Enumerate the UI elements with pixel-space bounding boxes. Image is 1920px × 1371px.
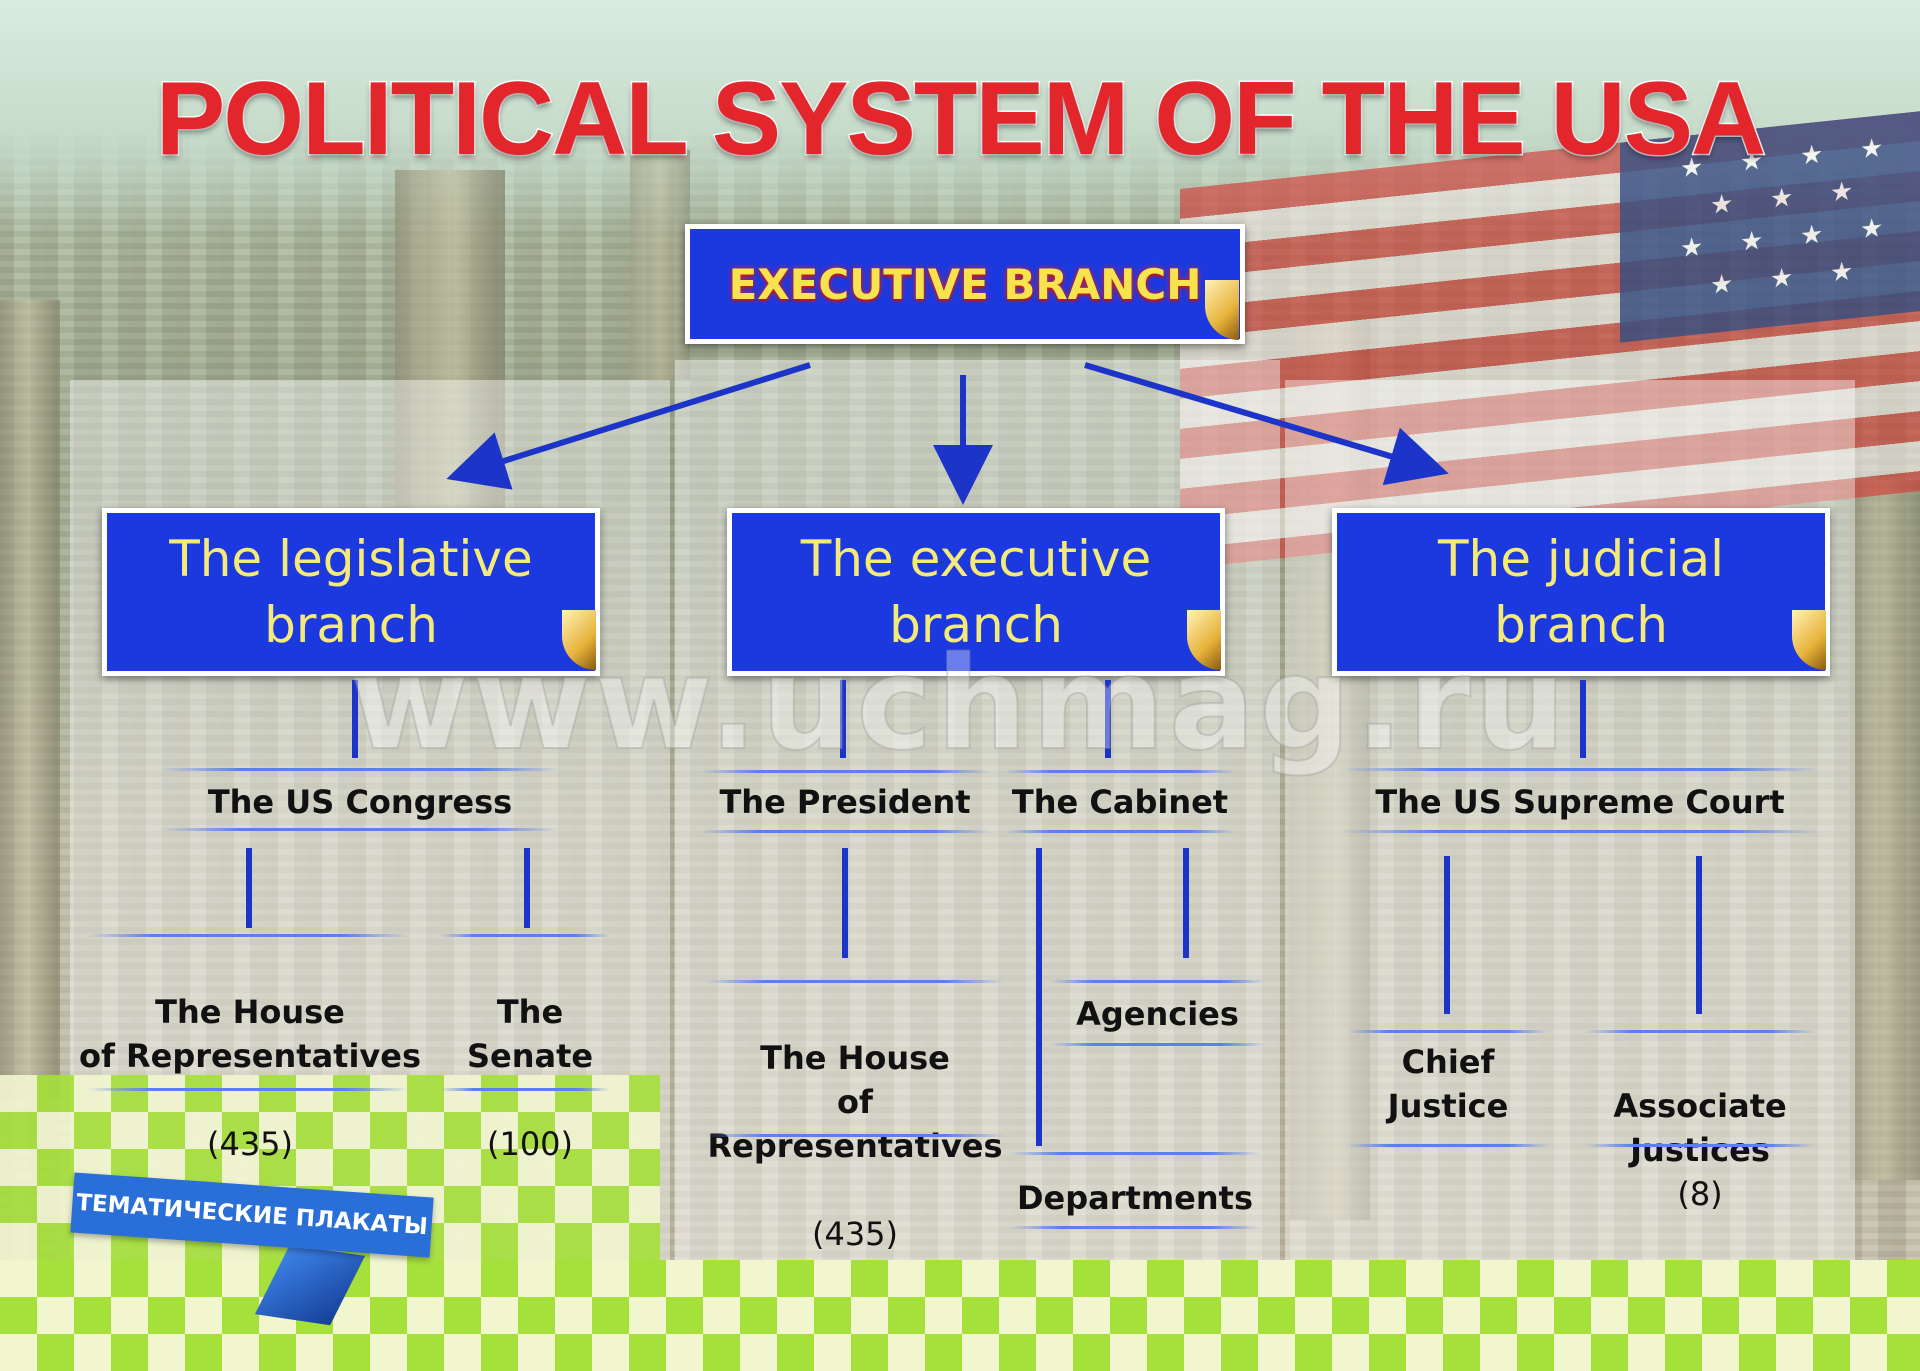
separator-line	[1348, 1144, 1548, 1147]
separator-line	[700, 770, 990, 773]
separator-line	[88, 934, 408, 937]
associate-count: (8)	[1677, 1175, 1723, 1213]
connector-line	[524, 848, 530, 928]
separator-line	[160, 828, 560, 831]
arrow-icon	[1084, 362, 1449, 486]
separator-line	[440, 1088, 610, 1091]
house-name: The House of Representatives	[78, 993, 422, 1075]
separator-line	[705, 980, 1005, 983]
node-house-of-representatives: The House of Representatives (435)	[70, 946, 430, 1210]
judicial-branch-title: The judicial branch	[1437, 530, 1724, 654]
separator-line	[1340, 830, 1820, 833]
separator-line	[1050, 1043, 1265, 1046]
executive-branch-title: The executive branch	[800, 530, 1152, 654]
connector-line	[1036, 848, 1042, 1146]
node-house-of-representatives-executive: The House of Representatives (435)	[690, 992, 1020, 1300]
separator-line	[1585, 1030, 1815, 1033]
node-supreme-court: The US Supreme Court	[1375, 783, 1785, 821]
connector-line	[840, 680, 846, 758]
series-label: ТЕМАТИЧЕСКИЕ ПЛАКАТЫ	[75, 1189, 429, 1241]
executive-branch-heading: EXECUTIVE BRANCH	[685, 224, 1245, 344]
judicial-branch-box: The judicial branch	[1332, 508, 1830, 676]
node-agencies: Agencies	[1076, 995, 1239, 1033]
associate-name: Associate Justices	[1613, 1087, 1787, 1169]
house-count: (435)	[206, 1125, 294, 1163]
watermark: www.uchmag.ru	[349, 629, 1570, 780]
separator-line	[1005, 770, 1235, 773]
legislative-branch-box: The legislative branch	[102, 508, 600, 676]
node-president: The President	[719, 783, 971, 821]
node-chief-justice: Chief Justice	[1387, 1043, 1509, 1125]
arrow-icon	[446, 362, 811, 490]
senate-count: (100)	[486, 1125, 574, 1163]
node-senate: The Senate (100)	[440, 946, 620, 1210]
node-associate-justices: Associate Justices (8)	[1575, 1040, 1825, 1216]
separator-line	[1348, 1030, 1548, 1033]
skyscraper	[1850, 480, 1920, 1180]
node-departments: Departments	[1016, 1179, 1253, 1217]
separator-line	[1050, 980, 1265, 983]
legislative-branch-title: The legislative branch	[169, 530, 533, 654]
connector-line	[246, 848, 252, 928]
separator-line	[1010, 1152, 1260, 1155]
separator-line	[1010, 1226, 1260, 1229]
executive-branch-heading-text: EXECUTIVE BRANCH	[728, 259, 1202, 309]
separator-line	[1585, 1144, 1815, 1147]
connector-line	[842, 848, 848, 958]
skyscraper	[0, 300, 60, 1100]
separator-line	[88, 1088, 408, 1091]
connector-line	[1444, 856, 1450, 1014]
connector-line	[1183, 848, 1189, 958]
executive-branch-box: The executive branch	[727, 508, 1225, 676]
connector-line	[1696, 856, 1702, 1014]
separator-line	[705, 1134, 1005, 1137]
separator-line	[160, 768, 560, 771]
connector-line	[1580, 680, 1586, 758]
senate-name: The Senate	[466, 993, 594, 1075]
connector-line	[352, 680, 358, 758]
separator-line	[1005, 830, 1235, 833]
house-name: The House of Representatives	[707, 1039, 1003, 1165]
skyscraper	[630, 150, 690, 380]
house-count: (435)	[811, 1215, 899, 1253]
separator-line	[1340, 768, 1820, 771]
separator-line	[700, 830, 990, 833]
poster-title: POLITICAL SYSTEM OF THE USA	[154, 60, 1767, 179]
connector-line	[1105, 680, 1111, 758]
separator-line	[440, 934, 610, 937]
node-us-congress: The US Congress	[207, 783, 513, 821]
node-cabinet: The Cabinet	[1011, 783, 1229, 821]
